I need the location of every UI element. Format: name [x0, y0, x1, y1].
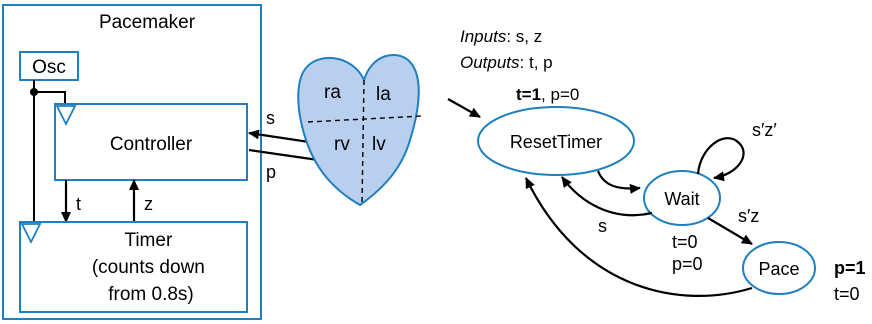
clock-wires: [30, 80, 66, 226]
chamber-ra: ra: [324, 82, 341, 103]
state-resettimer: [477, 106, 635, 176]
wait-output-t: t=0: [672, 232, 698, 252]
heart-vertical-divider: [361, 79, 365, 205]
signal-z-label: z: [144, 194, 153, 214]
fsm: Inputs: s, z Outputs: t, p t=1, p=0 Rese…: [447, 27, 866, 304]
timer-clock-triangle: [20, 223, 42, 245]
pacemaker-block: Pacemaker Osc Controller t z Timer (coun…: [2, 4, 262, 320]
controller-clock-triangle: [55, 105, 77, 127]
timer-label: Timer (counts down from 0.8s): [92, 230, 210, 305]
fsm-outputs: Outputs: t, p: [460, 53, 553, 72]
chamber-lv: lv: [372, 134, 386, 155]
controller-label: Controller: [110, 134, 193, 155]
transition-pace-to-reset: [525, 177, 753, 297]
pace-output-p: p=1: [834, 258, 866, 278]
state-resettimer-label: ResetTimer: [510, 132, 602, 152]
heart: ra la rv lv: [297, 53, 423, 207]
osc-box: [19, 51, 79, 81]
fsm-initial-action: t=1, p=0: [516, 85, 579, 104]
state-wait: [643, 170, 721, 226]
chamber-rv: rv: [334, 134, 350, 155]
pace-output-t: t=0: [834, 284, 860, 304]
signal-t-label: t: [76, 194, 81, 214]
wait-output-p: p=0: [672, 254, 703, 274]
signal-p-label: p: [266, 162, 276, 182]
state-pace: [742, 241, 816, 295]
transition-waitpace-label: s′z: [738, 206, 759, 226]
chamber-la: la: [376, 84, 391, 105]
state-pace-label: Pace: [758, 259, 799, 279]
fsm-inputs: Inputs: s, z: [460, 27, 542, 46]
transition-self-label: s′z′: [752, 120, 777, 140]
pacemaker-title: Pacemaker: [99, 12, 196, 33]
transition-reset-to-wait: [596, 170, 641, 194]
osc-label: Osc: [32, 57, 66, 78]
timer-box: [19, 221, 248, 313]
initial-arrow: [447, 98, 481, 118]
heart-horizontal-divider: [307, 115, 423, 123]
heart-shape: [297, 53, 420, 207]
transition-wait-to-reset: [561, 176, 653, 217]
transition-s-label: s: [598, 216, 607, 236]
state-wait-label: Wait: [664, 189, 699, 209]
controller-box: [54, 103, 248, 181]
signal-s-label: s: [266, 108, 275, 128]
transition-wait-self: [696, 137, 745, 182]
transition-wait-to-pace: [707, 217, 753, 245]
